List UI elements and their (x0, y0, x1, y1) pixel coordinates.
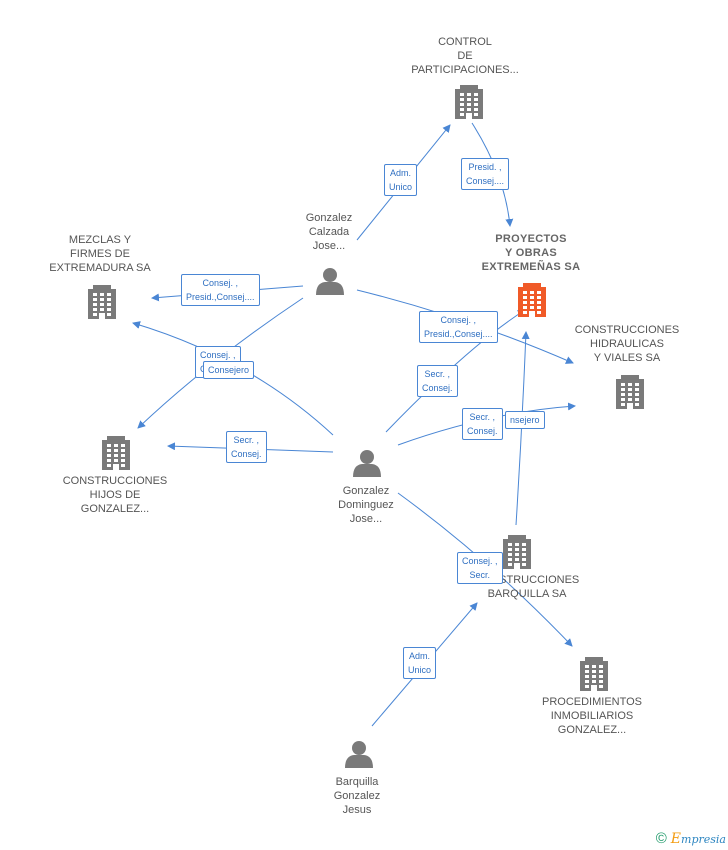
building-icon (503, 535, 531, 569)
edge-dominguez-proyectos (385, 309, 526, 433)
brand-logo: ©Empresia (655, 830, 726, 847)
edge-label-dominguez-hijos[interactable]: Secr. , Consej. (226, 431, 267, 463)
node-label-hidraulicas[interactable]: CONSTRUCCIONES HIDRAULICAS Y VIALES SA (574, 324, 680, 364)
node-label-proyectos[interactable]: PROYECTOS Y OBRAS EXTREMEÑAS SA (481, 233, 581, 273)
edge-label-control-proyectos[interactable]: Presid. , Consej.... (461, 158, 510, 190)
person-icon (316, 268, 344, 295)
building-icon (88, 285, 116, 319)
building-icon (518, 283, 546, 317)
building-icon (580, 657, 608, 691)
person-icon (345, 741, 373, 768)
edge-label-dominguez-proyectos[interactable]: Secr. , Consej. (417, 365, 458, 397)
node-label-jesus[interactable]: Barquilla Gonzalez Jesus (333, 776, 381, 816)
building-icon (616, 375, 644, 409)
edge-label-calzada-proyectos[interactable]: Consej. , Presid.,Consej.... (419, 311, 498, 343)
building-icon (455, 85, 483, 119)
node-label-dominguez[interactable]: Gonzalez Dominguez Jose... (338, 485, 394, 525)
edge-label-dominguez-hidraulicas-b[interactable]: Secr. , Consej. (462, 408, 503, 440)
node-label-hijos[interactable]: CONSTRUCCIONES HIJOS DE GONZALEZ... (62, 475, 168, 515)
node-label-control[interactable]: CONTROL DE PARTICIPACIONES... (411, 36, 519, 76)
edge-barquilla-proyectos (515, 331, 530, 526)
building-icon (102, 436, 130, 470)
node-label-procedimientos[interactable]: PROCEDIMIENTOS INMOBILIARIOS GONZALEZ... (541, 696, 643, 736)
edge-label-dominguez-mezclas-b[interactable]: Consejero (203, 361, 255, 379)
node-label-mezclas[interactable]: MEZCLAS Y FIRMES DE EXTREMADURA SA (49, 234, 151, 274)
edge-label-dominguez-hidraulicas-a[interactable]: nsejero (505, 411, 545, 429)
edge-label-dominguez-barquilla[interactable]: Consej. , Secr. (457, 552, 503, 584)
person-icon (353, 450, 381, 477)
copyright-icon: © (655, 830, 667, 847)
edge-dominguez-mezclas (132, 321, 334, 436)
edge-label-calzada-control[interactable]: Adm. Unico (384, 164, 418, 196)
edge-label-calzada-mezclas[interactable]: Consej. , Presid.,Consej.... (181, 274, 260, 306)
node-label-calzada[interactable]: Gonzalez Calzada Jose... (305, 212, 353, 252)
edge-label-jesus-barquilla[interactable]: Adm. Unico (403, 647, 437, 679)
